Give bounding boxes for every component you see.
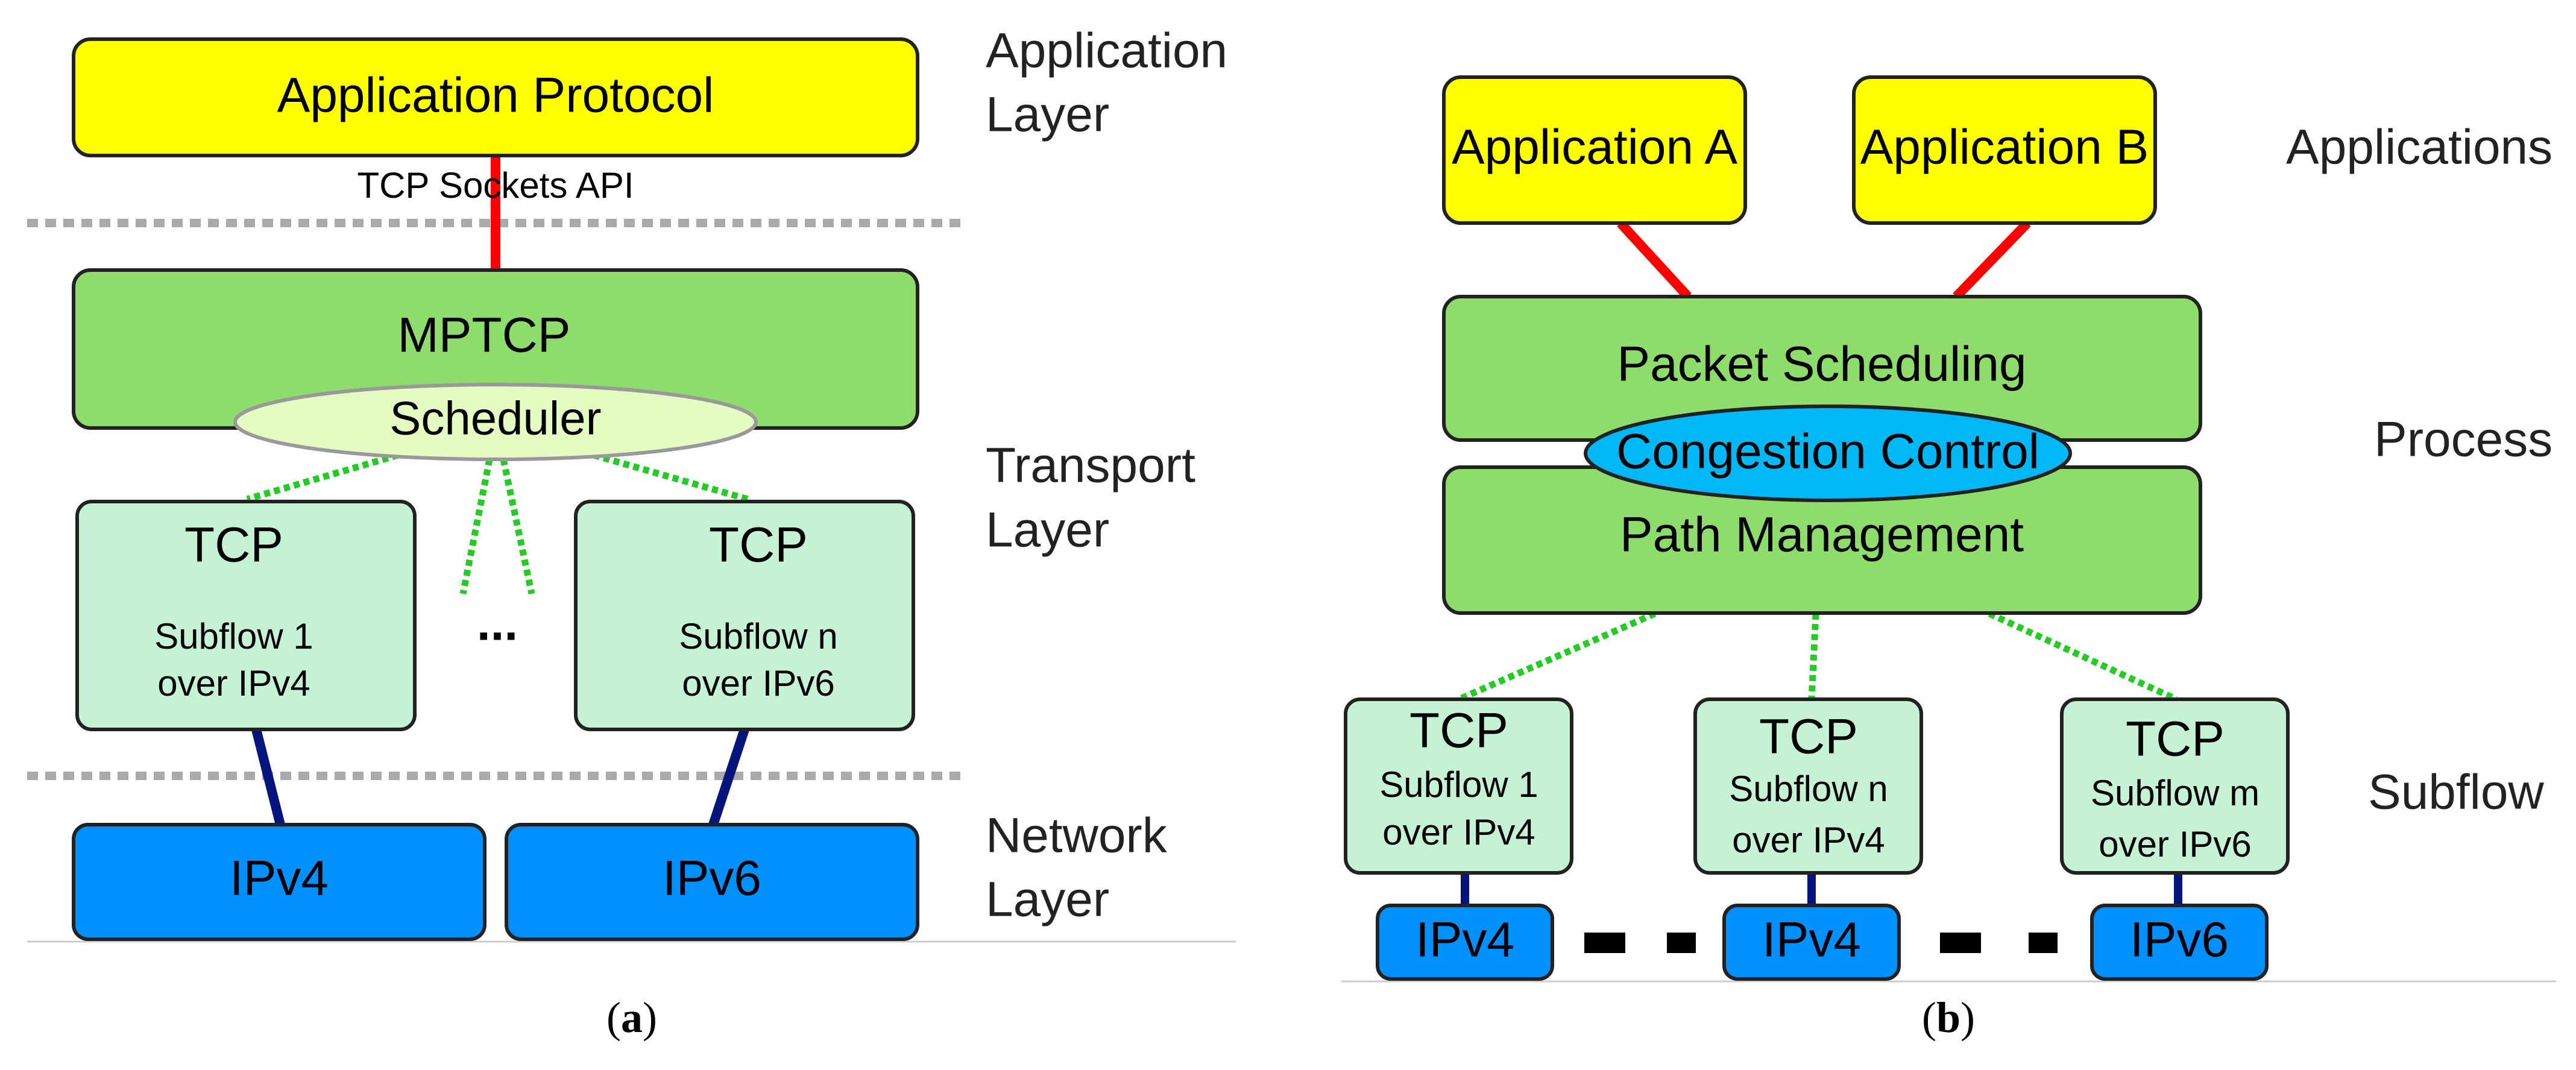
subflow-n-box [1693, 697, 1923, 875]
application-layer-label-2: Layer [986, 87, 1109, 142]
tcp1-to-ipv4-link [251, 728, 285, 826]
tcp-subflow-1-line1: Subflow 1 [154, 616, 313, 656]
applications-label: Applications [2286, 120, 2552, 175]
tcp-sockets-api-label: TCP Sockets API [357, 165, 634, 206]
panel-a: Application Protocol TCP Sockets API MPT… [27, 24, 1236, 1042]
process-to-subflow-m-dots [1988, 610, 2178, 703]
subflow-1-ipv4-box [1376, 904, 1554, 981]
scheduler-ellipse [233, 383, 758, 461]
subflow-n-ipv4-label: IPv4 [1762, 913, 1861, 968]
transport-layer-label-1: Transport [986, 438, 1195, 493]
network-layer-label-1: Network [986, 808, 1168, 863]
subflow-1-title: TCP [1409, 703, 1508, 758]
scheduler-extra-dots-1 [459, 458, 493, 595]
subflow-n-line1: Subflow n [1729, 769, 1888, 809]
mptcp-label: MPTCP [398, 308, 571, 363]
subflow-m-line2: over IPv6 [2099, 824, 2251, 864]
subflow-1-line2: over IPv4 [1382, 812, 1535, 852]
subflow-m-box [2060, 697, 2290, 875]
network-layer-label-2: Layer [986, 872, 1109, 927]
subflow-1-line1: Subflow 1 [1379, 764, 1538, 805]
subflow-1-ipv4-label: IPv4 [1416, 913, 1514, 968]
packet-scheduling-label: Packet Scheduling [1617, 337, 2026, 392]
subflow-ellipsis: ... [477, 596, 518, 651]
subflow-1-box [1344, 697, 1573, 875]
scheduler-extra-dots-2 [500, 458, 535, 595]
subflow-n-title: TCP [1759, 710, 1858, 764]
panel-b-caption: (b) [1922, 993, 1975, 1042]
subflow-m-ipv6-label: IPv6 [2130, 913, 2229, 968]
application-protocol-label: Application Protocol [277, 68, 714, 123]
tcp-subflow-n-title: TCP [709, 518, 808, 573]
process-label: Process [2374, 412, 2552, 467]
tcp-subflow-1-line2: over IPv4 [157, 663, 310, 703]
application-a-box [1442, 75, 1747, 225]
subflow-m-line1: Subflow m [2091, 773, 2260, 813]
subflow-n-ipv4-box [1722, 904, 1901, 981]
process-to-subflow-n-dots [1808, 613, 1819, 700]
panel-a-caption: (a) [606, 993, 657, 1042]
ip-gap-dash-1 [1584, 933, 1625, 953]
app-b-to-process-link [1953, 219, 2031, 300]
subflow-n-line2: over IPv4 [1732, 820, 1885, 860]
tcpn-to-ipv6-link [708, 728, 749, 826]
application-layer-label-1: Application [986, 24, 1227, 78]
ip-gap-dash-2 [1667, 933, 1696, 953]
congestion-control-ellipse [1584, 404, 2072, 502]
subflow-m-title: TCP [2126, 712, 2225, 767]
scheduler-label: Scheduler [389, 392, 601, 445]
transport-layer-label-2: Layer [986, 503, 1109, 558]
subflow-m-ipv6-box [2090, 904, 2269, 981]
tcp-subflow-1-box [75, 500, 417, 731]
application-protocol-box [72, 37, 919, 157]
ip-gap-dash-4 [2029, 933, 2058, 953]
app-a-to-process-link [1617, 219, 1692, 300]
panel-b: Application A Application B Packet Sched… [1341, 75, 2556, 1042]
application-a-label: Application A [1452, 120, 1737, 175]
ipv6-label: IPv6 [663, 851, 761, 906]
scheduler-to-tcp1-dots [246, 452, 399, 503]
application-b-box [1852, 75, 2157, 225]
path-management-label: Path Management [1620, 508, 2024, 562]
tcp-subflow-1-title: TCP [184, 518, 283, 573]
ip-gap-dash-3 [1940, 933, 1981, 953]
ipv4-label: IPv4 [230, 851, 329, 906]
ipv4-box [72, 823, 487, 941]
ipv6-box [505, 823, 919, 941]
tcp-subflow-n-line1: Subflow n [679, 616, 838, 656]
process-to-subflow-1-dots [1457, 610, 1657, 703]
subflow-label: Subflow [2368, 765, 2545, 820]
application-b-label: Application B [1860, 120, 2149, 175]
tcp-subflow-n-box [574, 500, 915, 731]
congestion-control-label: Congestion Control [1616, 424, 2039, 479]
scheduler-to-tcpn-dots [593, 452, 749, 503]
tcp-subflow-n-line2: over IPv6 [682, 663, 834, 703]
